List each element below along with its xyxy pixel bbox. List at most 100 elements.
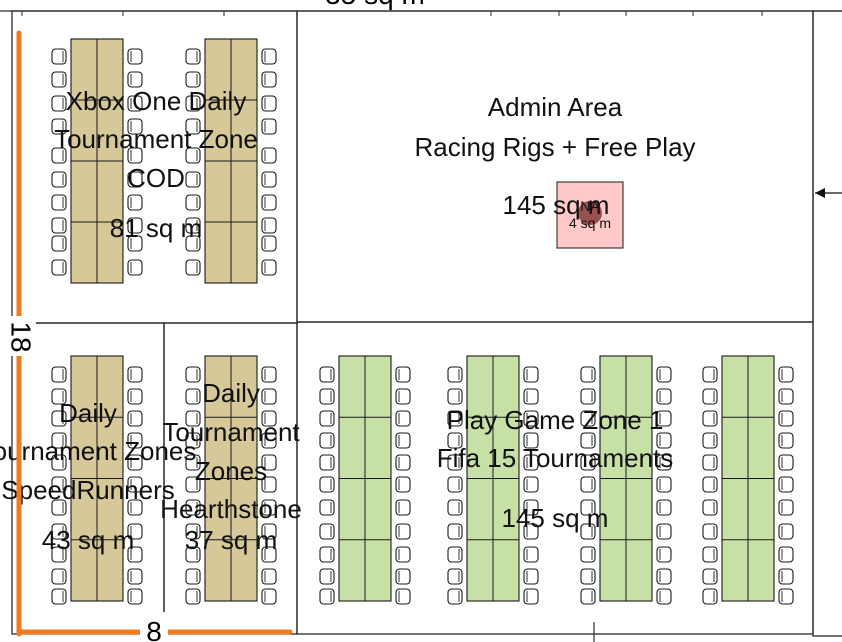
chair (127, 546, 143, 563)
chair (447, 523, 463, 540)
chair (523, 546, 539, 563)
table-cluster (702, 355, 794, 605)
play-game-line-1: Play Game Zone 1 (447, 405, 664, 435)
label-speedrunners: Daily Tournament Zones SpeedRunners 43 s… (0, 398, 196, 555)
chair (127, 118, 143, 135)
chair (778, 476, 794, 493)
chair (261, 95, 277, 112)
chair (185, 410, 201, 427)
chair (447, 499, 463, 516)
table-cluster (185, 355, 277, 605)
chair (656, 546, 672, 563)
chair (127, 499, 143, 516)
chair (447, 432, 463, 449)
speedrunners-line-1: Daily (59, 398, 117, 428)
admin-booth[interactable]: NA 4 sq m (556, 181, 624, 249)
chair (51, 71, 67, 88)
chair (395, 523, 411, 540)
chair (702, 454, 718, 471)
chair (127, 95, 143, 112)
table-cluster (51, 38, 143, 284)
chair (51, 476, 67, 493)
chair (185, 588, 201, 605)
chair (51, 432, 67, 449)
chair (127, 171, 143, 188)
chair (702, 588, 718, 605)
chair (395, 454, 411, 471)
chair (523, 476, 539, 493)
zone-admin-area[interactable] (296, 10, 814, 323)
chair (656, 410, 672, 427)
chair (319, 410, 335, 427)
chair (127, 194, 143, 211)
chair (261, 568, 277, 585)
chair (395, 499, 411, 516)
chair (778, 454, 794, 471)
chair (580, 568, 596, 585)
chair (127, 523, 143, 540)
chair (185, 476, 201, 493)
chair (580, 388, 596, 405)
chair (656, 454, 672, 471)
chair (51, 546, 67, 563)
table-cluster (319, 355, 411, 605)
dimension-horizontal-label: 8 (146, 616, 162, 642)
chair (261, 588, 277, 605)
chair (261, 259, 277, 276)
hearthstone-line-1: Daily (202, 378, 260, 408)
chair (185, 71, 201, 88)
chair (702, 410, 718, 427)
chair (778, 366, 794, 383)
chair (523, 454, 539, 471)
chair (580, 366, 596, 383)
dimension-lines: 18 8 (2, 30, 293, 642)
chair (127, 217, 143, 234)
chair (185, 95, 201, 112)
chair (656, 476, 672, 493)
chair (261, 71, 277, 88)
chair (261, 118, 277, 135)
chair (127, 147, 143, 164)
chair (395, 476, 411, 493)
chair (319, 476, 335, 493)
booth-name: NA (580, 198, 600, 214)
chair (580, 476, 596, 493)
chair (319, 432, 335, 449)
admin-line-1: Admin Area (488, 92, 623, 122)
hearthstone-area: 37 sq m (185, 525, 278, 555)
chair (185, 366, 201, 383)
chair (261, 235, 277, 252)
chair (127, 432, 143, 449)
chair (395, 588, 411, 605)
chair (778, 499, 794, 516)
chair (51, 588, 67, 605)
chair (656, 568, 672, 585)
chair (51, 366, 67, 383)
chair (261, 48, 277, 65)
table-cluster (580, 355, 672, 605)
play-game-line-2: Fifa 15 Tournaments (437, 443, 674, 473)
chair (656, 388, 672, 405)
chair (447, 388, 463, 405)
chair (702, 499, 718, 516)
chair (656, 523, 672, 540)
chair (523, 432, 539, 449)
chair (51, 568, 67, 585)
chair (702, 388, 718, 405)
chair (185, 171, 201, 188)
chair (778, 568, 794, 585)
table-cluster (447, 355, 539, 605)
speedrunners-area: 43 sq m (42, 525, 135, 555)
chair (319, 388, 335, 405)
chair (447, 410, 463, 427)
chair (702, 523, 718, 540)
chair (51, 95, 67, 112)
xbox-area: 81 sq m (110, 213, 203, 243)
chair (319, 588, 335, 605)
chair (447, 366, 463, 383)
label-play-game: Play Game Zone 1 Fifa 15 Tournaments 145… (437, 405, 674, 533)
chair (51, 499, 67, 516)
chair (319, 568, 335, 585)
speedrunners-line-3: SpeedRunners (1, 475, 174, 505)
chair (261, 388, 277, 405)
